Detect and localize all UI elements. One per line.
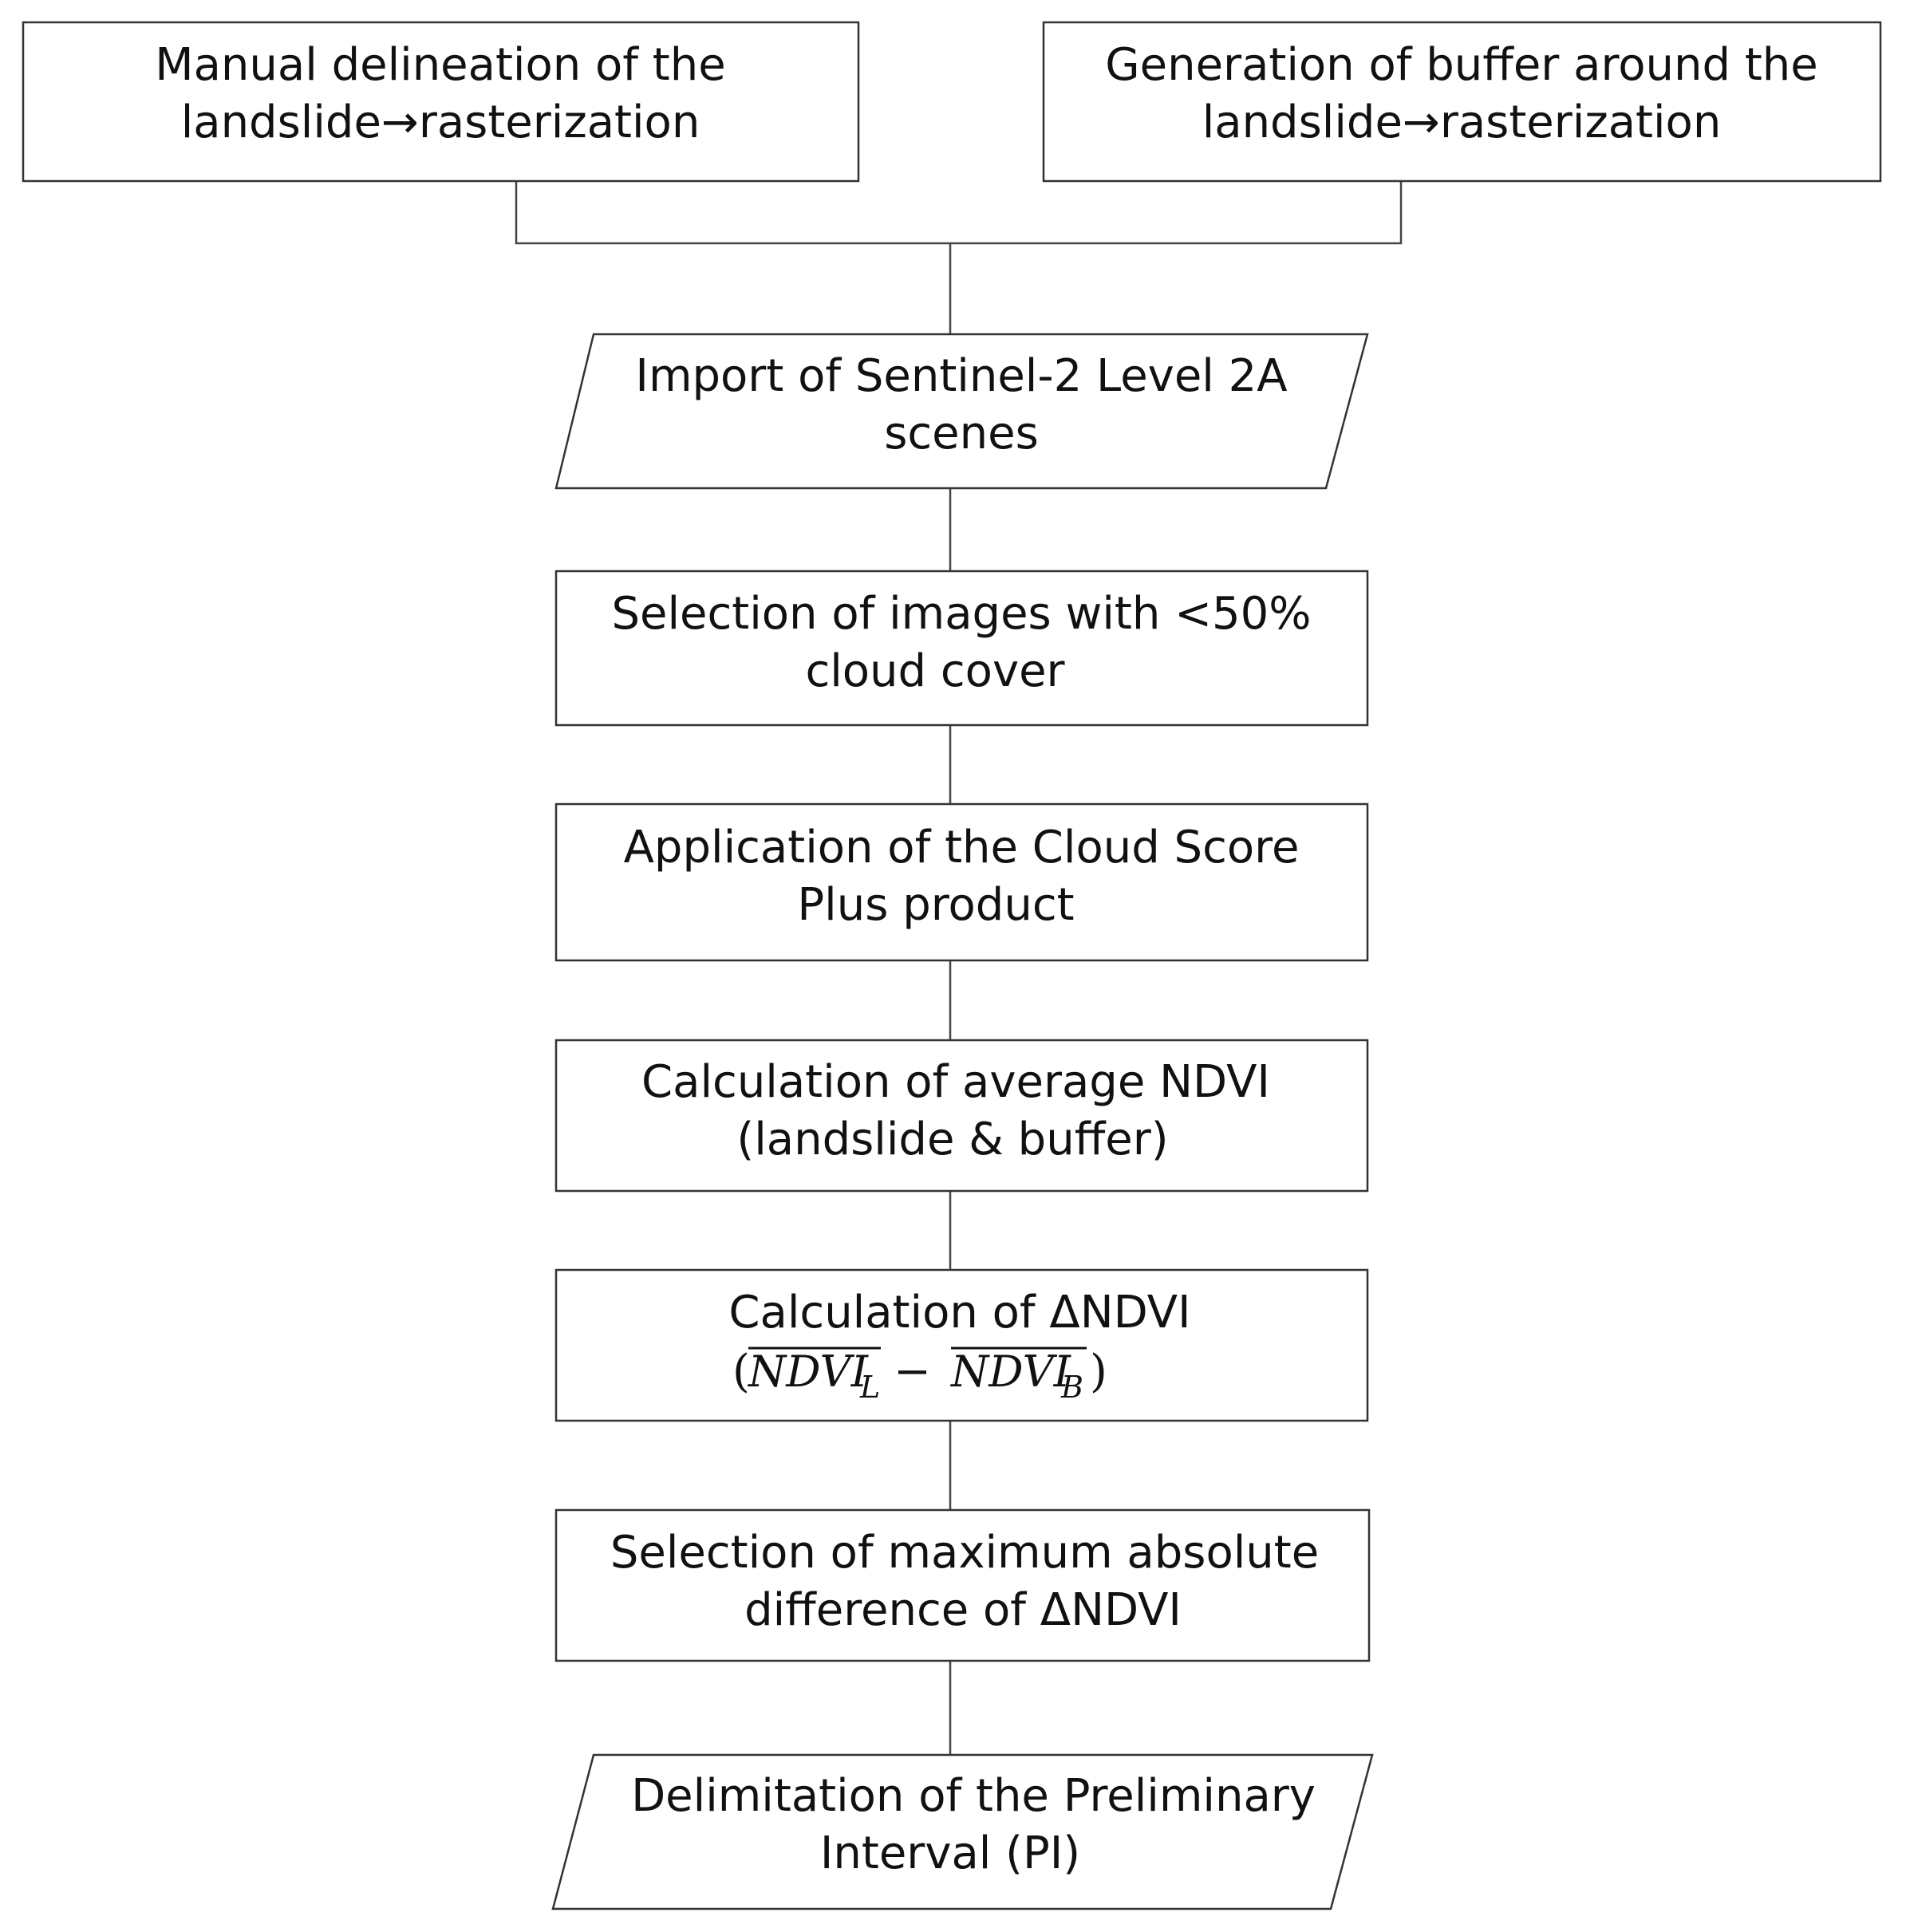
formula-close-paren: ) [1090,1346,1107,1398]
formula-minus: − [894,1346,931,1398]
process-box [554,1039,1369,1193]
connectors [515,182,1403,1755]
node-label-line-1: Generation of buffer around the [1105,39,1817,91]
node-average-ndvi: Calculation of average NDVI (landslide &… [554,1039,1369,1193]
node-max-abs-difference: Selection of maximum absolute difference… [554,1508,1371,1662]
node-label-line-2: landslide→rasterization [1202,97,1722,148]
connector-manual-to-merge [515,182,1403,245]
node-import-sentinel: Import of Sentinel-2 Level 2A scenes [554,333,1369,490]
node-label-line-2: scenes [884,408,1039,459]
process-box [554,1508,1371,1662]
formula-open-paren: ( [732,1346,750,1398]
node-label-line-1: Import of Sentinel-2 Level 2A [635,350,1287,402]
node-cloud-score: Application of the Cloud Score Plus prod… [554,802,1369,962]
formula-term-ndvi-l: NDVI [747,1346,870,1397]
process-box [22,21,860,183]
node-manual-delineation: Manual delineation of the landslide→rast… [22,21,860,183]
node-select-images: Selection of images with <50% cloud cove… [554,570,1369,727]
node-buffer-generation: Generation of buffer around the landslid… [1042,21,1882,183]
node-label-line-1: Calculation of average NDVI [641,1056,1270,1108]
node-label-line-2: difference of ΔNDVI [744,1584,1182,1636]
process-box [554,570,1369,727]
process-box [554,802,1369,962]
node-label-line-1: Application of the Cloud Score [624,822,1300,873]
formula-term-ndvi-b: NDVI [949,1346,1072,1397]
formula-sub-l: L [859,1370,880,1405]
node-label-line-1: Selection of maximum absolute [610,1527,1319,1579]
node-delta-ndvi: Calculation of ΔNDVI ( NDVI L − NDVI B ) [554,1268,1369,1422]
node-label-line-2: Interval (PI) [820,1828,1080,1879]
delta-ndvi-formula: ( NDVI L − NDVI B ) [732,1346,1107,1405]
node-label-line-2: Plus product [797,879,1074,931]
node-label-line-1: Calculation of ΔNDVI [728,1287,1190,1339]
node-label-line-1: Selection of images with <50% [611,588,1311,640]
process-box [1042,21,1882,183]
formula-sub-b: B [1060,1370,1083,1405]
node-label-line-2: (landslide & buffer) [736,1114,1168,1165]
data-parallelogram [554,333,1369,490]
data-parallelogram [551,1753,1374,1910]
node-label-line-1: Manual delineation of the [155,39,725,91]
node-label-line-2: cloud cover [805,645,1065,697]
node-label-line-1: Delimitation of the Preliminary [631,1770,1316,1822]
node-preliminary-interval: Delimitation of the Preliminary Interval… [551,1753,1374,1910]
node-label-line-2: landslide→rasterization [181,97,700,148]
process-box [554,1268,1369,1422]
